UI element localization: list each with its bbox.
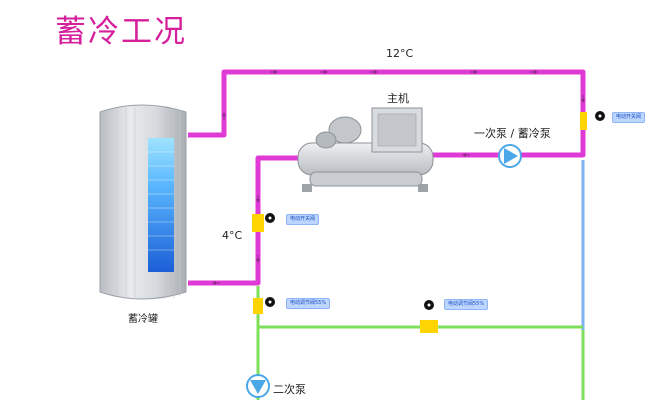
valve-tag-right: 电动开关阀 bbox=[612, 112, 646, 123]
primary-pump-label: 一次泵 / 蓄冷泵 bbox=[474, 127, 551, 140]
storage-tank-icon bbox=[99, 104, 187, 300]
temperature-label-return: 4°C bbox=[222, 229, 243, 242]
flow-arrows bbox=[212, 70, 585, 285]
temperature-label-supply: 12°C bbox=[386, 47, 414, 60]
pump-icon bbox=[246, 374, 270, 398]
tank-label: 蓄冷罐 bbox=[128, 314, 158, 325]
valve-actuator-icon bbox=[420, 300, 438, 333]
valve-tag-low-center: 电动调节阀55% bbox=[444, 299, 489, 310]
chiller-label: 主机 bbox=[387, 92, 409, 105]
page-title: 蓄冷工况 bbox=[55, 14, 187, 50]
pump-icon bbox=[498, 144, 522, 168]
valve-actuator-icon bbox=[253, 297, 275, 314]
valve-tag-low-left: 电动调节阀55% bbox=[286, 298, 331, 309]
secondary-pump-label: 二次泵 bbox=[273, 383, 306, 396]
valve-tag-mid: 电动开关阀 bbox=[286, 214, 320, 225]
valve-actuator-icon bbox=[580, 111, 605, 130]
chiller-icon bbox=[297, 107, 434, 192]
valve-actuator-icon bbox=[252, 213, 275, 232]
